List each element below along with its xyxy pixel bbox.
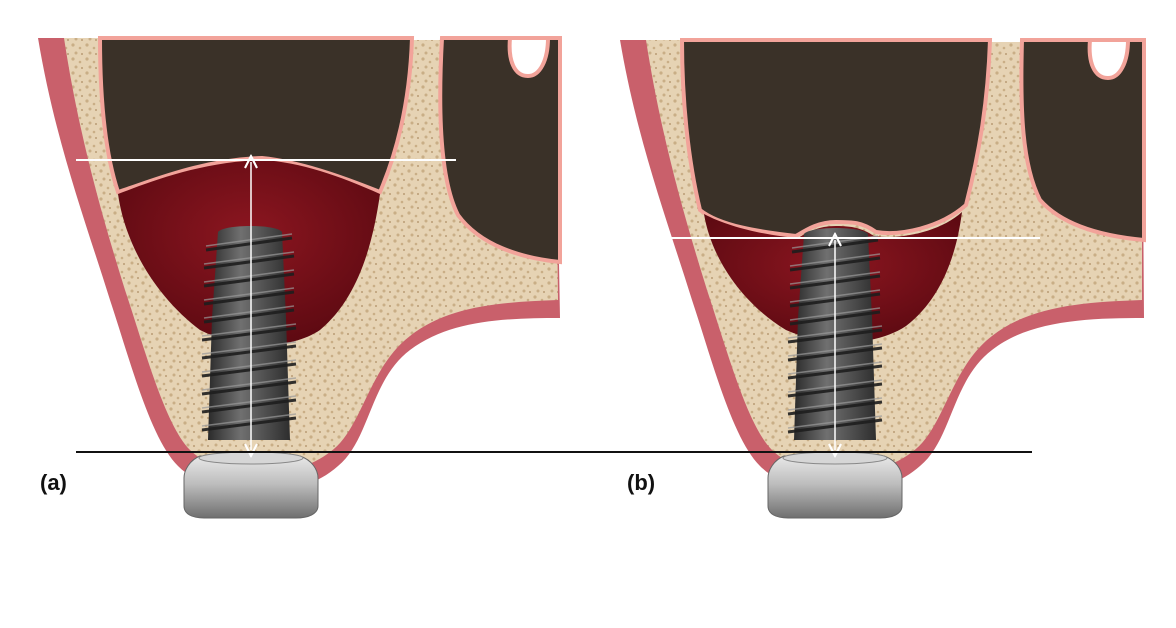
panel-b xyxy=(620,38,1146,519)
adjacent-sinus-a xyxy=(438,36,562,265)
nasal-recess-b xyxy=(1087,38,1131,81)
abutment-b xyxy=(767,451,903,519)
adjacent-sinus-b xyxy=(1019,38,1146,243)
maxillary-sinus-a xyxy=(97,36,415,195)
panel-label-a: (a) xyxy=(40,470,67,495)
nasal-recess-a xyxy=(507,36,551,79)
maxillary-sinus-b xyxy=(679,38,993,239)
panel-a xyxy=(38,36,562,519)
abutment-a xyxy=(183,451,319,519)
panel-label-b: (b) xyxy=(627,470,656,495)
